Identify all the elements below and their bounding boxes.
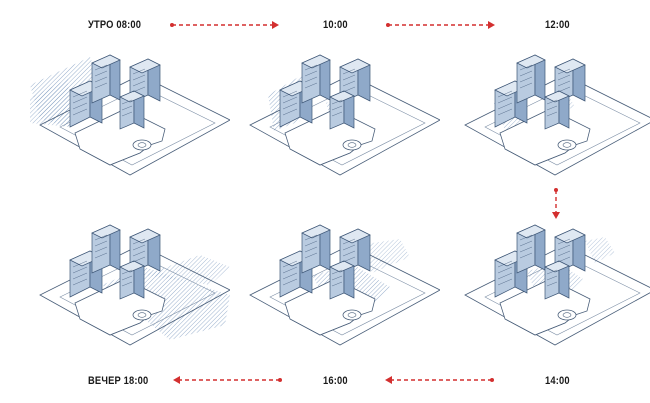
label-1600: 16:00 <box>323 375 348 387</box>
panel-0800 <box>30 54 230 176</box>
label-evening-1800: ВЕЧЕР 18:00 <box>88 375 149 387</box>
panel-1600 <box>249 224 440 346</box>
label-1400: 14:00 <box>545 375 570 387</box>
panel-1800 <box>39 224 230 346</box>
label-1000: 10:00 <box>323 19 348 31</box>
panel-1000 <box>249 54 440 176</box>
label-morning-0800: УТРО 08:00 <box>88 19 142 31</box>
panel-1200 <box>464 54 650 176</box>
panel-1400 <box>464 224 650 346</box>
label-1200: 12:00 <box>545 19 570 31</box>
